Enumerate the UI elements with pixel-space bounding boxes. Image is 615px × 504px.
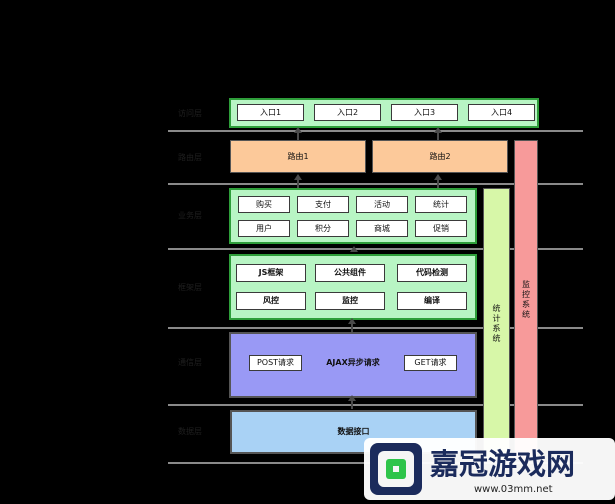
business-box-promotion: 促销 xyxy=(415,220,467,237)
separator-line xyxy=(168,248,583,250)
watermark-logo: 嘉冠游戏网 www.03mm.net xyxy=(364,438,615,500)
business-box-purchase: 购买 xyxy=(238,196,290,213)
get-request-box: GET请求 xyxy=(404,355,457,371)
watermark-url: www.03mm.net xyxy=(474,484,553,495)
connector-stem xyxy=(437,180,439,189)
connector-arrow xyxy=(294,127,302,133)
entry-box-4: 入口4 xyxy=(468,104,535,121)
stats-system-column: 统计系统 xyxy=(483,188,510,460)
ajax-label: AJAX异步请求 xyxy=(326,358,380,367)
layer-label-data: 数据层 xyxy=(178,427,202,436)
connector-arrow xyxy=(434,174,442,180)
layer-label-communication: 通信层 xyxy=(178,358,202,367)
separator-line xyxy=(168,183,583,185)
connector-arrow xyxy=(350,246,358,252)
route-box-1: 路由1 xyxy=(230,140,366,173)
layer-label-framework: 框架层 xyxy=(178,283,202,292)
post-request-box: POST请求 xyxy=(249,355,302,371)
connector-arrow xyxy=(434,127,442,133)
route-box-2: 路由2 xyxy=(372,140,508,173)
separator-line xyxy=(168,404,583,406)
framework-box-monitor: 监控 xyxy=(315,292,385,310)
entry-box-2: 入口2 xyxy=(314,104,381,121)
framework-box-compile: 编译 xyxy=(397,292,467,310)
business-box-payment: 支付 xyxy=(297,196,349,213)
connector-stem xyxy=(351,323,353,332)
framework-box-risk: 风控 xyxy=(236,292,306,310)
entry-box-1: 入口1 xyxy=(237,104,304,121)
connector-arrow xyxy=(294,174,302,180)
separator-line xyxy=(168,327,583,329)
business-box-points: 积分 xyxy=(297,220,349,237)
connector-stem xyxy=(351,400,353,409)
framework-box-js: JS框架 xyxy=(236,264,306,282)
business-box-statistics: 统计 xyxy=(415,196,467,213)
layer-label-business: 业务层 xyxy=(178,211,202,220)
entry-box-3: 入口3 xyxy=(391,104,458,121)
framework-box-components: 公共组件 xyxy=(315,264,385,282)
monitor-system-label: 监控系统 xyxy=(521,280,531,320)
stats-system-label: 统计系统 xyxy=(492,304,501,344)
connector-stem xyxy=(297,180,299,189)
layer-label-routing: 路由层 xyxy=(178,153,202,162)
business-box-activity: 活动 xyxy=(356,196,408,213)
watermark: 嘉冠游戏网 www.03mm.net xyxy=(364,438,615,500)
watermark-title: 嘉冠游戏网 xyxy=(430,447,575,481)
connector-arrow xyxy=(348,318,356,324)
monitor-system-column: 监控系统 xyxy=(514,140,538,460)
layer-label-access: 访问层 xyxy=(178,109,202,118)
separator-line xyxy=(168,130,583,132)
connector-stem xyxy=(437,133,439,141)
connector-arrow xyxy=(348,395,356,401)
business-box-user: 用户 xyxy=(238,220,290,237)
framework-box-code-check: 代码检测 xyxy=(397,264,467,282)
business-box-mall: 商城 xyxy=(356,220,408,237)
connector-stem xyxy=(297,133,299,141)
